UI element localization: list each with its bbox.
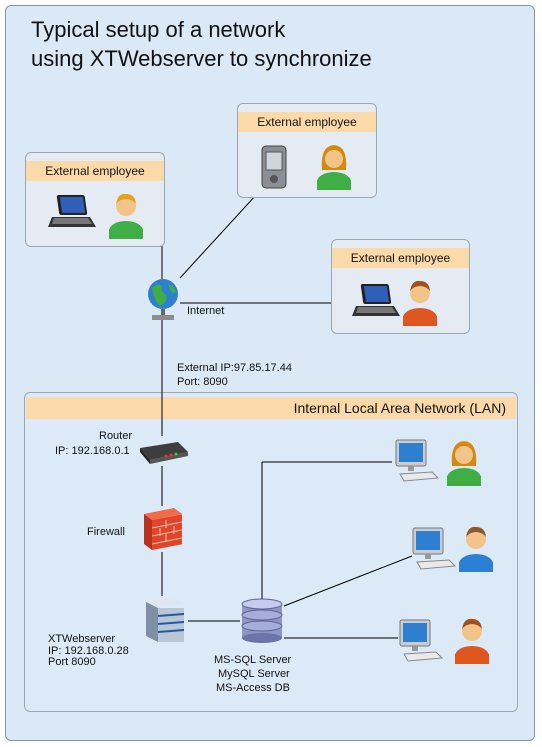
database-icon (241, 598, 283, 643)
diagram-title: Typical setup of a network using XTWebse… (31, 15, 372, 73)
external-ip-label: External IP:97.85.17.44 (177, 362, 292, 374)
laptop-icon (48, 195, 96, 227)
person-icon-orange (403, 280, 437, 326)
router-name-label: Router (99, 430, 133, 442)
external-employee-box-2: External employee (237, 103, 377, 198)
database-line-2: MySQL Server (218, 668, 290, 680)
xtwebserver-name-label: XTWebserver (48, 633, 116, 645)
lan-title: Internal Local Area Network (LAN) (26, 397, 516, 419)
pda-icon (261, 145, 287, 189)
desktop-computer-icon (395, 439, 440, 482)
firewall-label: Firewall (87, 526, 125, 538)
title-line-2: using XTWebserver to synchronize (31, 46, 372, 71)
person-icon-orange (455, 618, 489, 664)
person-icon-female-green (447, 441, 481, 486)
router-ip-label: IP: 192.168.0.1 (55, 445, 130, 457)
person-icon-female-green (317, 145, 351, 190)
external-employee-box-3: External employee (331, 239, 470, 334)
title-line-1: Typical setup of a network (31, 17, 286, 42)
router-icon (140, 442, 188, 464)
person-icon-green (109, 193, 143, 239)
xtwebserver-port-label: Port 8090 (48, 656, 96, 668)
person-icon-blue (459, 526, 493, 572)
internet-label: Internet (187, 305, 225, 317)
database-line-3: MS-Access DB (216, 682, 290, 694)
external-employee-header-2: External employee (238, 112, 376, 132)
external-employee-header-3: External employee (332, 248, 469, 268)
line-globe-to-employee-2 (179, 194, 257, 279)
desktop-computer-icon (412, 527, 457, 570)
xtwebserver-ip-label: IP: 192.168.0.28 (48, 645, 129, 657)
external-employee-box-1: External employee (25, 152, 165, 247)
laptop-icon (352, 284, 400, 316)
globe-icon (148, 279, 178, 320)
firewall-icon (144, 508, 183, 551)
external-employee-header-1: External employee (26, 161, 164, 181)
database-line-1: MS-SQL Server (214, 654, 292, 666)
port-label: Port: 8090 (177, 376, 228, 388)
desktop-computer-icon (399, 619, 444, 662)
server-icon (146, 598, 185, 642)
